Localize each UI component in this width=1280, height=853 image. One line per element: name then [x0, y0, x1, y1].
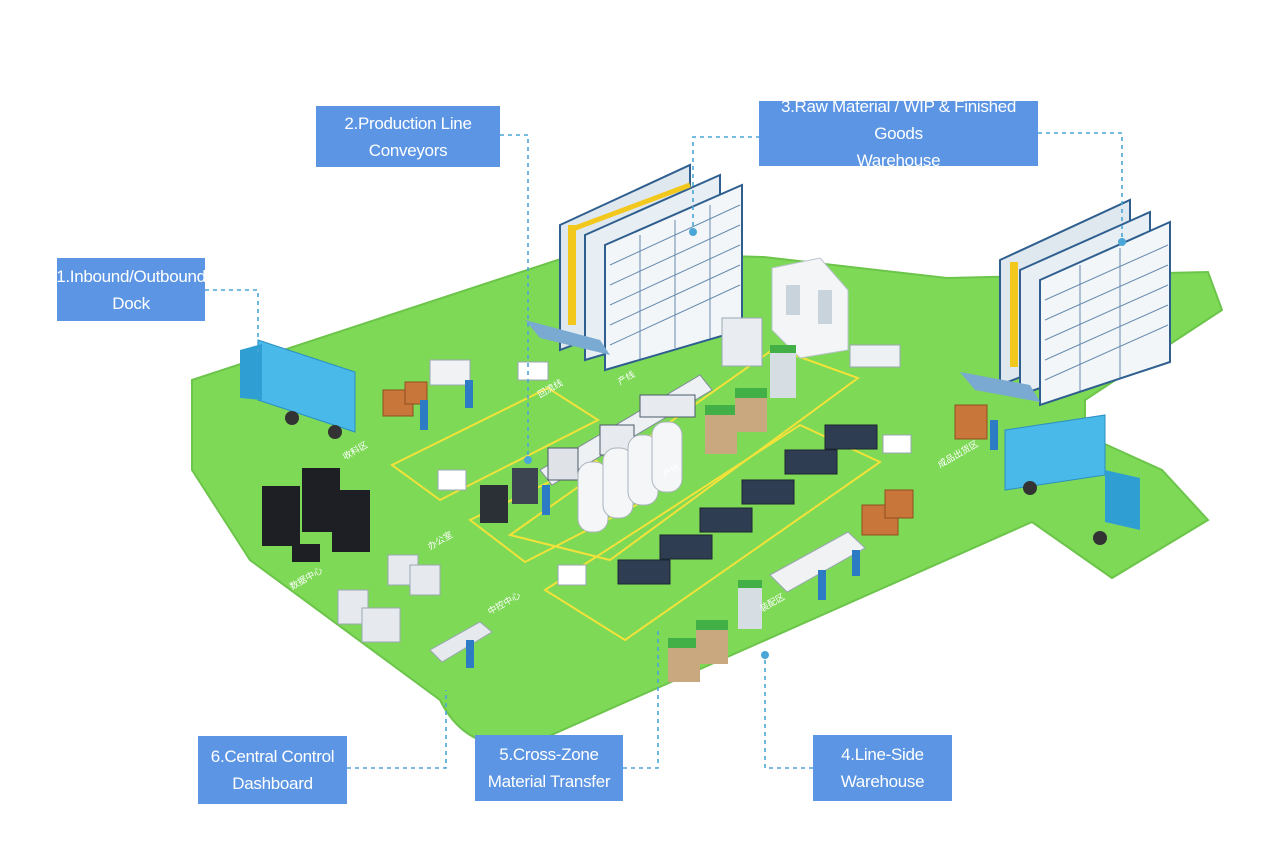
server-racks	[262, 468, 370, 562]
warehouse-racks-right	[960, 198, 1171, 407]
truck-left	[240, 339, 356, 439]
leader-line-6	[347, 690, 447, 769]
callout-2-line2: Conveyors	[368, 140, 448, 160]
callout-1-line2: Dock	[112, 293, 150, 313]
callout-6-line2: Dashboard	[232, 774, 313, 793]
leader-line-4	[764, 655, 813, 769]
leader-line-3b	[1038, 132, 1123, 242]
leader-endpoints	[524, 228, 1126, 659]
callout-5-line1: 5.Cross-Zone	[499, 745, 599, 764]
cargo-boxes	[382, 381, 988, 536]
line-side-racks	[668, 345, 796, 682]
storage-tanks	[577, 421, 683, 533]
workers	[420, 380, 998, 668]
leader-line-3a	[692, 136, 760, 232]
callout-leader-lines	[205, 132, 1123, 769]
leader-line-5	[623, 630, 659, 769]
callout-1-line1: 1.Inbound/Outbound	[56, 266, 206, 286]
office-desks	[337, 554, 493, 663]
callout-2-line1: 2.Production Line	[344, 113, 472, 133]
leader-line-2	[500, 134, 529, 460]
callout-4-line2: Warehouse	[840, 772, 925, 791]
clean-room-units	[721, 257, 901, 368]
callout-6-line1: 6.Central Control	[210, 747, 335, 766]
leader-line-1	[205, 289, 259, 352]
production-line-machines	[480, 374, 713, 523]
callout-5-line2: Material Transfer	[487, 772, 611, 791]
assembly-station	[429, 359, 866, 593]
truck-right	[1004, 414, 1140, 545]
molding-machines	[617, 424, 878, 585]
agv-units	[437, 361, 912, 586]
callout-4-line1: 4.Line-Side	[841, 745, 924, 764]
callout-3-line2: Warehouse	[856, 151, 941, 170]
callout-3-line1: 3.Raw Material / WIP & Finished Goods	[780, 97, 1017, 143]
